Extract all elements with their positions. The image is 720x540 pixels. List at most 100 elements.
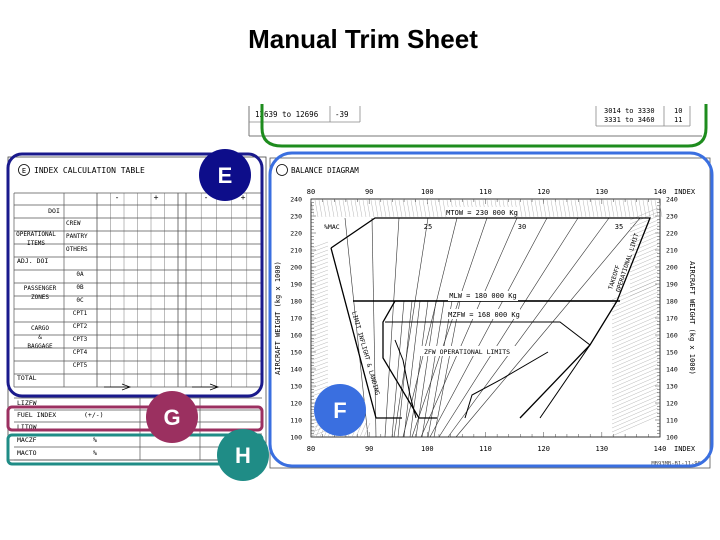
compartment-label: CPT5 (73, 362, 88, 369)
y-tick-label: 110 (666, 417, 678, 425)
top-row-range: 12639 to 12696 (255, 110, 319, 119)
x-tick-label: 140 (654, 445, 667, 453)
y-tick-label: 160 (290, 332, 302, 340)
y-axis-label-right: AIRCRAFT WEIGHT (kg x 1000) (688, 261, 696, 375)
callout-g-badge: G (146, 391, 198, 443)
x-tick-label: 120 (537, 445, 550, 453)
top-row-value: 10 (674, 107, 682, 115)
blue-highlight-outline (268, 151, 714, 468)
mzfw-line (385, 321, 591, 419)
mlw-label: MLW = 180 000 Kg (449, 292, 516, 300)
section-letter-e: E (22, 167, 26, 175)
x-tick-label: 130 (596, 445, 609, 453)
y-tick-label: 180 (290, 298, 302, 306)
callout-e-label: E (218, 163, 233, 188)
y-tick-label: 230 (666, 213, 678, 221)
mac-label: %MAC (324, 223, 340, 231)
row-label-crew: CREW (66, 220, 81, 227)
y-tick-label: 200 (290, 264, 302, 272)
x-unit-top: INDEX (674, 188, 696, 196)
row-label-adj-doi: ADJ. DOI (17, 257, 48, 265)
row-label-doi: DOI (48, 207, 60, 215)
y-tick-label: 210 (666, 247, 678, 255)
plus-header: + (154, 193, 159, 202)
x-tick-label: 110 (479, 188, 492, 196)
y-tick-label: 240 (290, 196, 302, 204)
callout-e-badge: E (199, 149, 251, 201)
balance-diagram-title: BALANCE DIAGRAM (291, 166, 359, 175)
x-tick-label: 130 (596, 188, 609, 196)
callout-f-label: F (333, 398, 346, 423)
compartment-label: CPT3 (73, 336, 88, 343)
y-tick-label: 120 (290, 400, 302, 408)
y-tick-label: 150 (290, 349, 302, 357)
callout-g-label: G (163, 405, 180, 430)
y-tick-label: 160 (666, 332, 678, 340)
y-tick-label: 140 (290, 366, 302, 374)
green-highlight-outline (260, 104, 708, 148)
mzfw-label: MZFW = 168 000 Kg (448, 311, 520, 319)
compartment-label: CPT2 (73, 323, 88, 330)
x-tick-label: 80 (307, 188, 315, 196)
minus-header: - (204, 193, 209, 202)
top-row-value: 11 (674, 116, 682, 124)
y-tick-label: 120 (666, 400, 678, 408)
y-tick-label: 130 (290, 383, 302, 391)
y-tick-label: 170 (666, 315, 678, 323)
y-axis-label-left: AIRCRAFT WEIGHT (kg x 1000) (274, 261, 282, 375)
y-tick-label: 200 (666, 264, 678, 272)
zone-label: 0C (76, 297, 84, 304)
y-tick-label: 220 (666, 230, 678, 238)
row-label-pantry: PANTRY (66, 233, 88, 240)
x-tick-label: 120 (537, 188, 550, 196)
cg-envelope-left (330, 247, 402, 419)
x-tick-label: 100 (421, 445, 434, 453)
minus-header: - (115, 193, 120, 202)
index-calculation-table: E INDEX CALCULATION TABLE - + - + DOI OP… (7, 156, 267, 461)
top-row-range: 3331 to 3460 (604, 116, 655, 124)
x-tick-label: 140 (654, 188, 667, 196)
y-tick-label: 130 (666, 383, 678, 391)
mtow-label: MTOW = 230 000 Kg (446, 209, 518, 217)
page-title: Manual Trim Sheet (248, 24, 478, 54)
x-tick-label: 100 (421, 188, 434, 196)
zfw-envelope-left (394, 339, 417, 419)
arrow-right-icon (104, 383, 132, 391)
row-label-fuel-index: FUEL INDEX (17, 411, 56, 419)
row-label-others: OTHERS (66, 246, 88, 253)
row-label-lizfw: LIZFW (17, 399, 37, 407)
top-table-fragment: 12639 to 12696 -39 3014 to 3330 10 3331 … (248, 106, 702, 137)
y-tick-label: 110 (290, 417, 302, 425)
plus-header: + (241, 193, 246, 202)
top-row-range: 3014 to 3330 (604, 107, 655, 115)
y-tick-label: 150 (666, 349, 678, 357)
x-tick-label: 110 (479, 445, 492, 453)
y-tick-label: 100 (290, 434, 302, 442)
compartment-label: CPT1 (73, 310, 88, 317)
x-tick-label: 80 (307, 445, 315, 453)
zfw-limits-label: ZFW OPERATIONAL LIMITS (424, 348, 510, 356)
fuel-sign: (+/-) (84, 411, 104, 419)
y-tick-label: 170 (290, 315, 302, 323)
top-row-value: -39 (335, 110, 349, 119)
callout-h-label: H (235, 443, 251, 468)
mac-value: 35 (615, 223, 623, 231)
row-label-cargo-baggage: CARGO&BAGGAGE (27, 325, 53, 350)
y-tick-label: 190 (290, 281, 302, 289)
y-tick-label: 230 (290, 213, 302, 221)
mac-value: 25 (424, 223, 432, 231)
row-label-macto: MACTO (17, 449, 37, 457)
y-tick-label: 140 (666, 366, 678, 374)
y-tick-label: 240 (666, 196, 678, 204)
percent-sign: % (93, 449, 97, 457)
callout-h-badge: H (217, 429, 269, 481)
x-unit-bottom: INDEX (674, 445, 696, 453)
navy-highlight-outline (6, 152, 264, 398)
diagram-reference: MB93MB-B1-11-99 (651, 461, 701, 467)
x-tick-label: 90 (365, 188, 373, 196)
row-label-total: TOTAL (17, 374, 37, 382)
row-label-maczf: MACZF (17, 436, 37, 444)
arrow-right-icon (192, 383, 220, 391)
